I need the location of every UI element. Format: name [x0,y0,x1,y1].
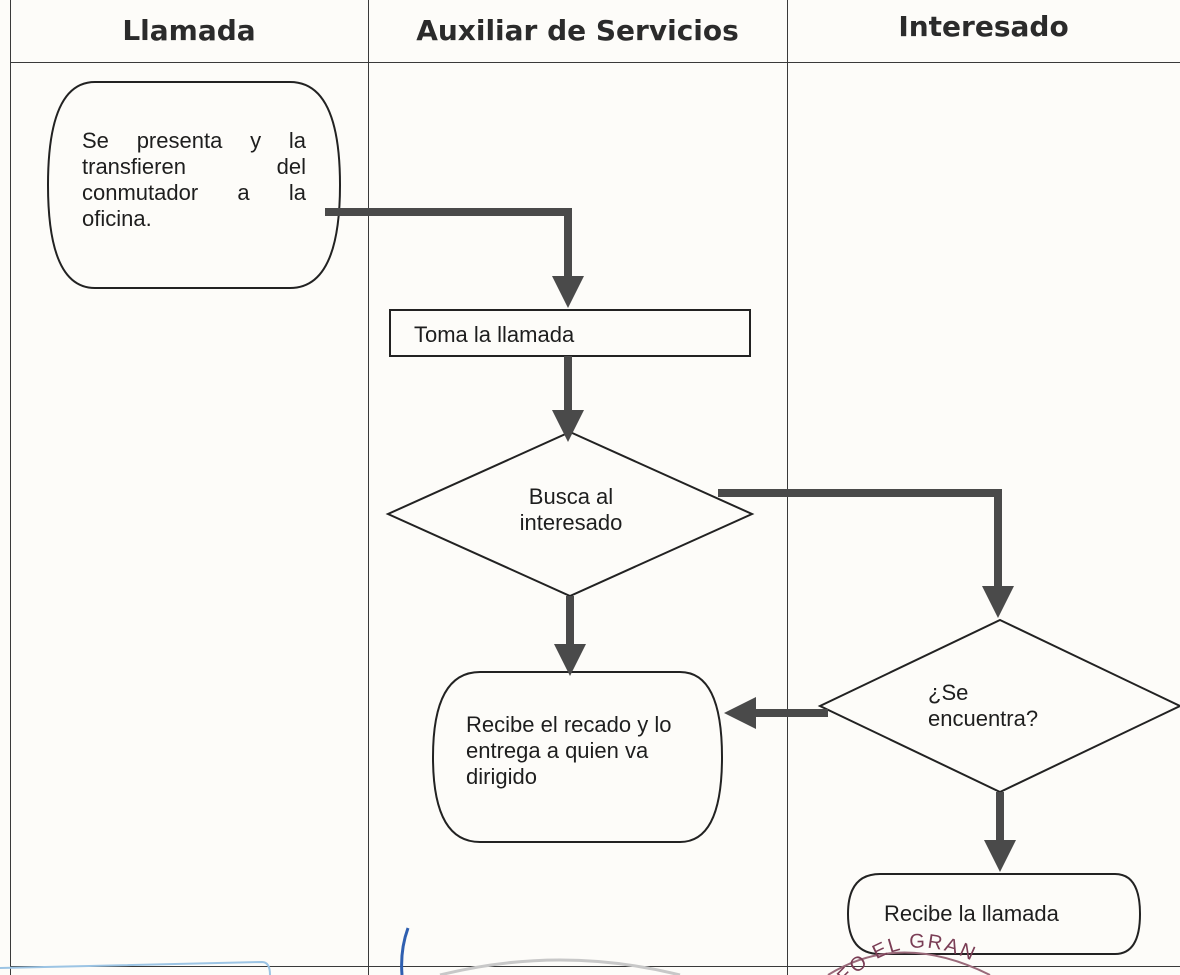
lane-header-interesado: Interesado [898,10,1069,43]
message-node-text: Recibe el recado y lo entrega a quien va… [466,712,672,789]
take-call-text: Toma la llamada [414,322,575,347]
receive-call-text: Recibe la llamada [884,901,1059,926]
lane-header-llamada: Llamada [122,14,256,47]
lane-header-auxiliar: Auxiliar de Servicios [416,14,739,47]
lane-divider-1 [368,0,369,975]
swimlane-table [10,0,1180,975]
stamp-circle-arc [827,951,991,975]
lane-divider-2 [787,0,788,975]
stamp-arc-grey [439,958,681,975]
header-divider [10,62,1180,63]
start-terminal-shape [46,81,342,289]
search-decision-text: Busca al interesado [519,484,623,535]
arrow-start-to-take-call [325,208,584,308]
stamp-text: EO EL GRAN [833,930,980,975]
blue-ink-stroke [400,927,410,975]
message-terminal-shape [431,671,724,843]
arrow-search-to-found [718,489,1014,618]
blue-scan-mark [0,960,271,975]
table-bottom-line [10,966,1180,967]
found-decision-text: ¿Se encuentra? [928,680,1039,731]
lane-divider-left [10,0,11,975]
start-node-text: Se presenta y la transfieren del conmuta… [82,128,306,231]
